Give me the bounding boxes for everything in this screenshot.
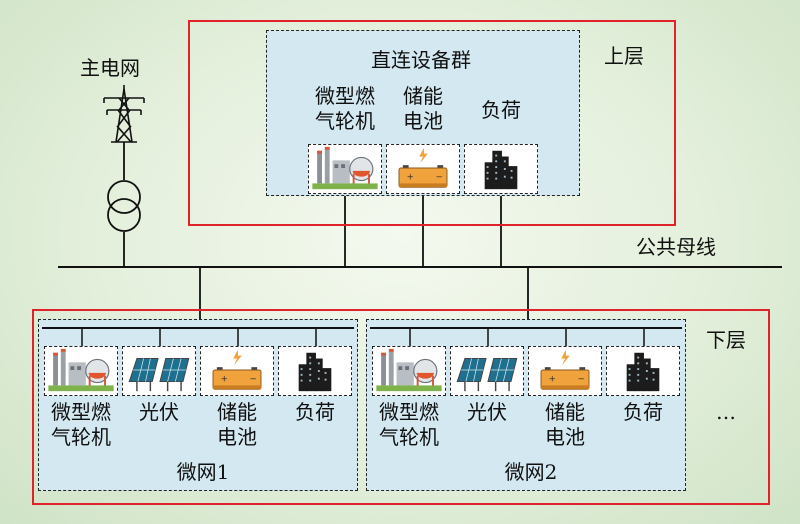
mg2-battery-label: 储能电池 bbox=[545, 400, 585, 449]
microgrid-2-bus bbox=[370, 327, 682, 348]
mg1-solar-label: 光伏 bbox=[139, 400, 179, 424]
battery-icon: + − bbox=[540, 349, 590, 390]
upper-battery-box: + − bbox=[386, 144, 460, 194]
mg2-load-label: 负荷 bbox=[623, 400, 663, 424]
building-load-icon bbox=[298, 352, 332, 392]
transmission-tower-icon bbox=[103, 85, 145, 143]
microgrid-2-name: 微网2 bbox=[504, 460, 558, 484]
direct-device-group-title: 直连设备群 bbox=[371, 48, 471, 72]
svg-text:+: + bbox=[549, 375, 556, 385]
mg1-load-box bbox=[278, 346, 352, 396]
mg1-solar-box bbox=[122, 346, 196, 396]
upper-battery-label: 储能电池 bbox=[403, 84, 443, 133]
mg2-battery-box: + − bbox=[528, 346, 602, 396]
mg2-load-box bbox=[606, 346, 680, 396]
upper-load-label: 负荷 bbox=[481, 98, 521, 122]
battery-icon: + − bbox=[212, 349, 262, 390]
mg1-turbine-label: 微型燃气轮机 bbox=[51, 400, 111, 449]
common-bus-label: 公共母线 bbox=[636, 235, 716, 259]
mg2-solar-box bbox=[450, 346, 524, 396]
more-microgrids-ellipsis: … bbox=[716, 400, 736, 424]
mg1-turbine-box bbox=[44, 346, 118, 396]
solar-panel-icon bbox=[128, 358, 190, 392]
gas-turbine-icon bbox=[376, 348, 442, 392]
gas-turbine-icon bbox=[312, 146, 378, 190]
mg2-turbine-label: 微型燃气轮机 bbox=[379, 400, 439, 449]
mg1-battery-label: 储能电池 bbox=[217, 400, 257, 449]
upper-turbine-label: 微型燃气轮机 bbox=[315, 84, 375, 133]
mg2-solar-label: 光伏 bbox=[467, 400, 507, 424]
battery-icon: + − bbox=[398, 147, 448, 188]
microgrid-1-name: 微网1 bbox=[176, 460, 230, 484]
svg-text:−: − bbox=[249, 375, 256, 385]
mg1-load-label: 负荷 bbox=[295, 400, 335, 424]
building-load-icon bbox=[626, 352, 660, 392]
upper-turbine-box bbox=[308, 144, 382, 194]
gas-turbine-icon bbox=[48, 348, 114, 392]
upper-load-box bbox=[464, 144, 538, 194]
grid-label: 主电网 bbox=[80, 56, 140, 80]
upper-layer-frame bbox=[188, 20, 676, 226]
mg2-turbine-box bbox=[372, 346, 446, 396]
building-load-icon bbox=[484, 150, 518, 190]
svg-text:+: + bbox=[221, 375, 228, 385]
lower-layer-label: 下层 bbox=[706, 328, 746, 352]
transformer-icon bbox=[107, 180, 141, 232]
upper-layer-label: 上层 bbox=[604, 44, 644, 68]
mg1-battery-box: + − bbox=[200, 346, 274, 396]
svg-text:−: − bbox=[435, 173, 442, 183]
microgrid-1-bus bbox=[42, 327, 354, 348]
lower-layer-frame bbox=[32, 309, 770, 505]
svg-text:+: + bbox=[407, 173, 414, 183]
solar-panel-icon bbox=[456, 358, 518, 392]
svg-text:−: − bbox=[577, 375, 584, 385]
